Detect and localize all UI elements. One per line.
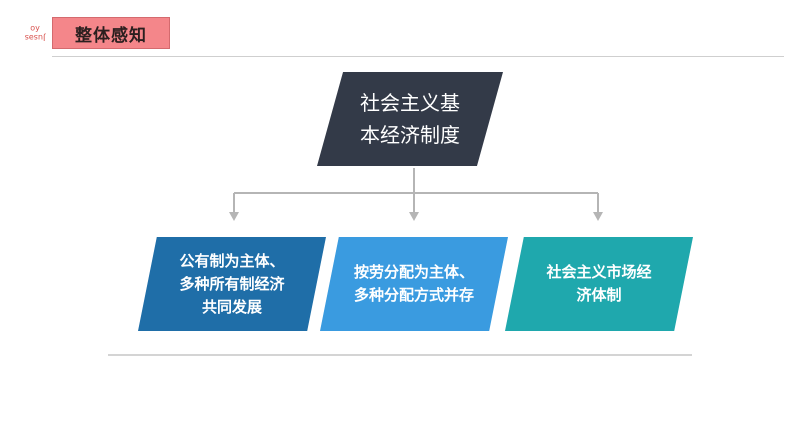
child-node-market-economy: 社会主义市场经 济体制 — [505, 237, 693, 331]
child-node-distribution: 按劳分配为主体、 多种分配方式并存 — [320, 237, 508, 331]
arrowhead-3 — [593, 212, 603, 221]
root-node-label: 社会主义基 本经济制度 — [360, 91, 460, 147]
root-node-basic-economic-system: 社会主义基 本经济制度 — [317, 72, 503, 166]
header-divider — [52, 56, 784, 57]
child-node-label: 按劳分配为主体、 多种分配方式并存 — [353, 263, 474, 304]
footer-divider — [108, 354, 692, 356]
child-node-label: 公有制为主体、 多种所有制经济 共同发展 — [179, 251, 285, 316]
arrowhead-2 — [409, 212, 419, 221]
child-node-label: 社会主义市场经 济体制 — [546, 263, 652, 304]
section-title: 整体感知 — [52, 17, 170, 49]
child-node-ownership: 公有制为主体、 多种所有制经济 共同发展 — [138, 237, 326, 331]
arrowhead-1 — [229, 212, 239, 221]
